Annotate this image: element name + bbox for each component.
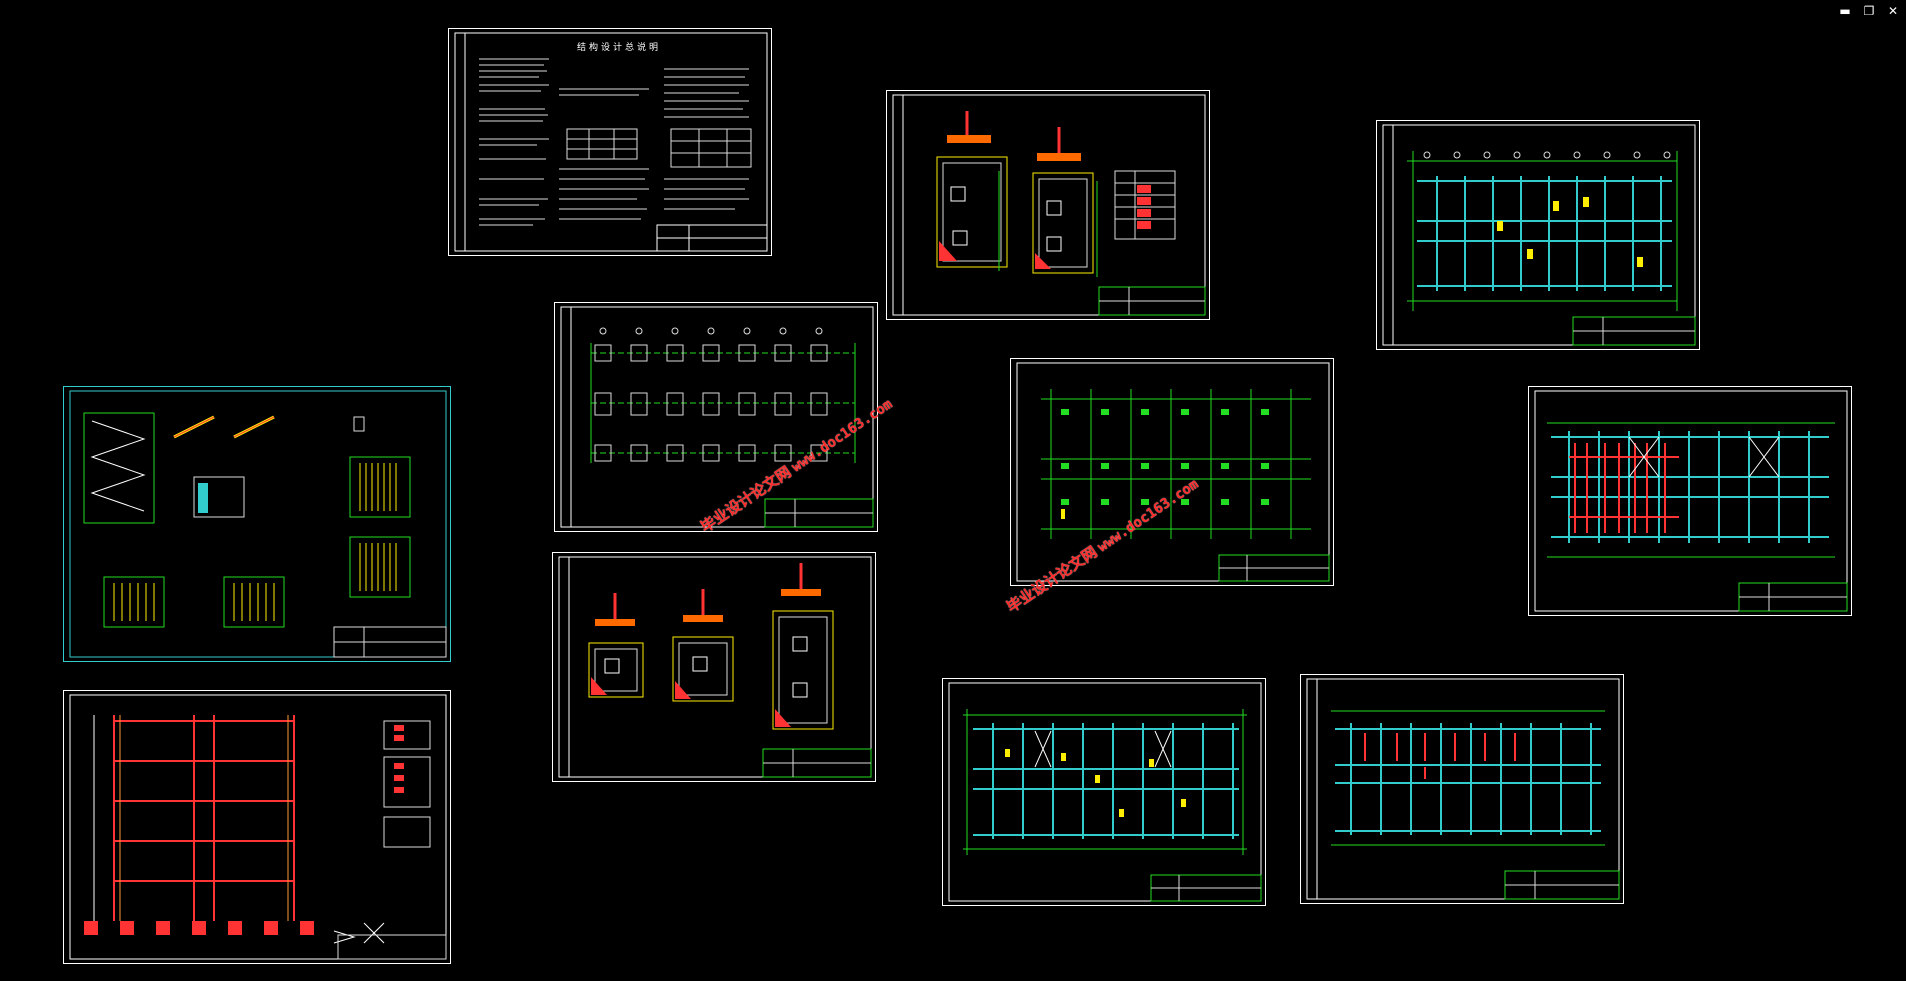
sheet-stair-details[interactable]: [63, 386, 451, 662]
sheet-foundation-details-2[interactable]: [552, 552, 876, 782]
window-controls: ▬ ❐ ✕: [1838, 4, 1900, 18]
minimize-button[interactable]: ▬: [1839, 4, 1851, 18]
slab-reinforcement-drawing: [1534, 390, 1848, 612]
sheet-slab-reinforcement-1[interactable]: [1528, 386, 1852, 616]
sheet-slab-reinforcement-2[interactable]: [1300, 674, 1624, 904]
sheet-design-notes[interactable]: 结构设计总说明: [448, 28, 772, 256]
sheet-foundation-plan[interactable]: [554, 302, 878, 532]
sheet-floor-plan-1[interactable]: [1376, 120, 1700, 350]
close-button[interactable]: ✕: [1887, 4, 1899, 18]
column-plan-drawing: [1016, 362, 1330, 582]
floor-plan-drawing: [1382, 124, 1696, 346]
foundation-details-drawing: [892, 94, 1206, 316]
slab-reinforcement-2-drawing: [1306, 678, 1620, 900]
sheet-beam-plan[interactable]: [942, 678, 1266, 906]
sheet-frame-elevation[interactable]: [63, 690, 451, 964]
foundation-plan-drawing: [560, 306, 874, 528]
foundation-details-2-drawing: [558, 556, 872, 778]
design-notes-drawing: [454, 32, 768, 252]
beam-plan-drawing: [948, 682, 1262, 902]
stair-details-drawing: [69, 390, 447, 658]
sheet-column-plan[interactable]: [1010, 358, 1334, 586]
sheet-title: 结构设计总说明: [577, 43, 662, 53]
sheet-foundation-details-1[interactable]: [886, 90, 1210, 320]
restore-button[interactable]: ❐: [1863, 4, 1875, 18]
frame-elevation-drawing: [69, 694, 447, 960]
